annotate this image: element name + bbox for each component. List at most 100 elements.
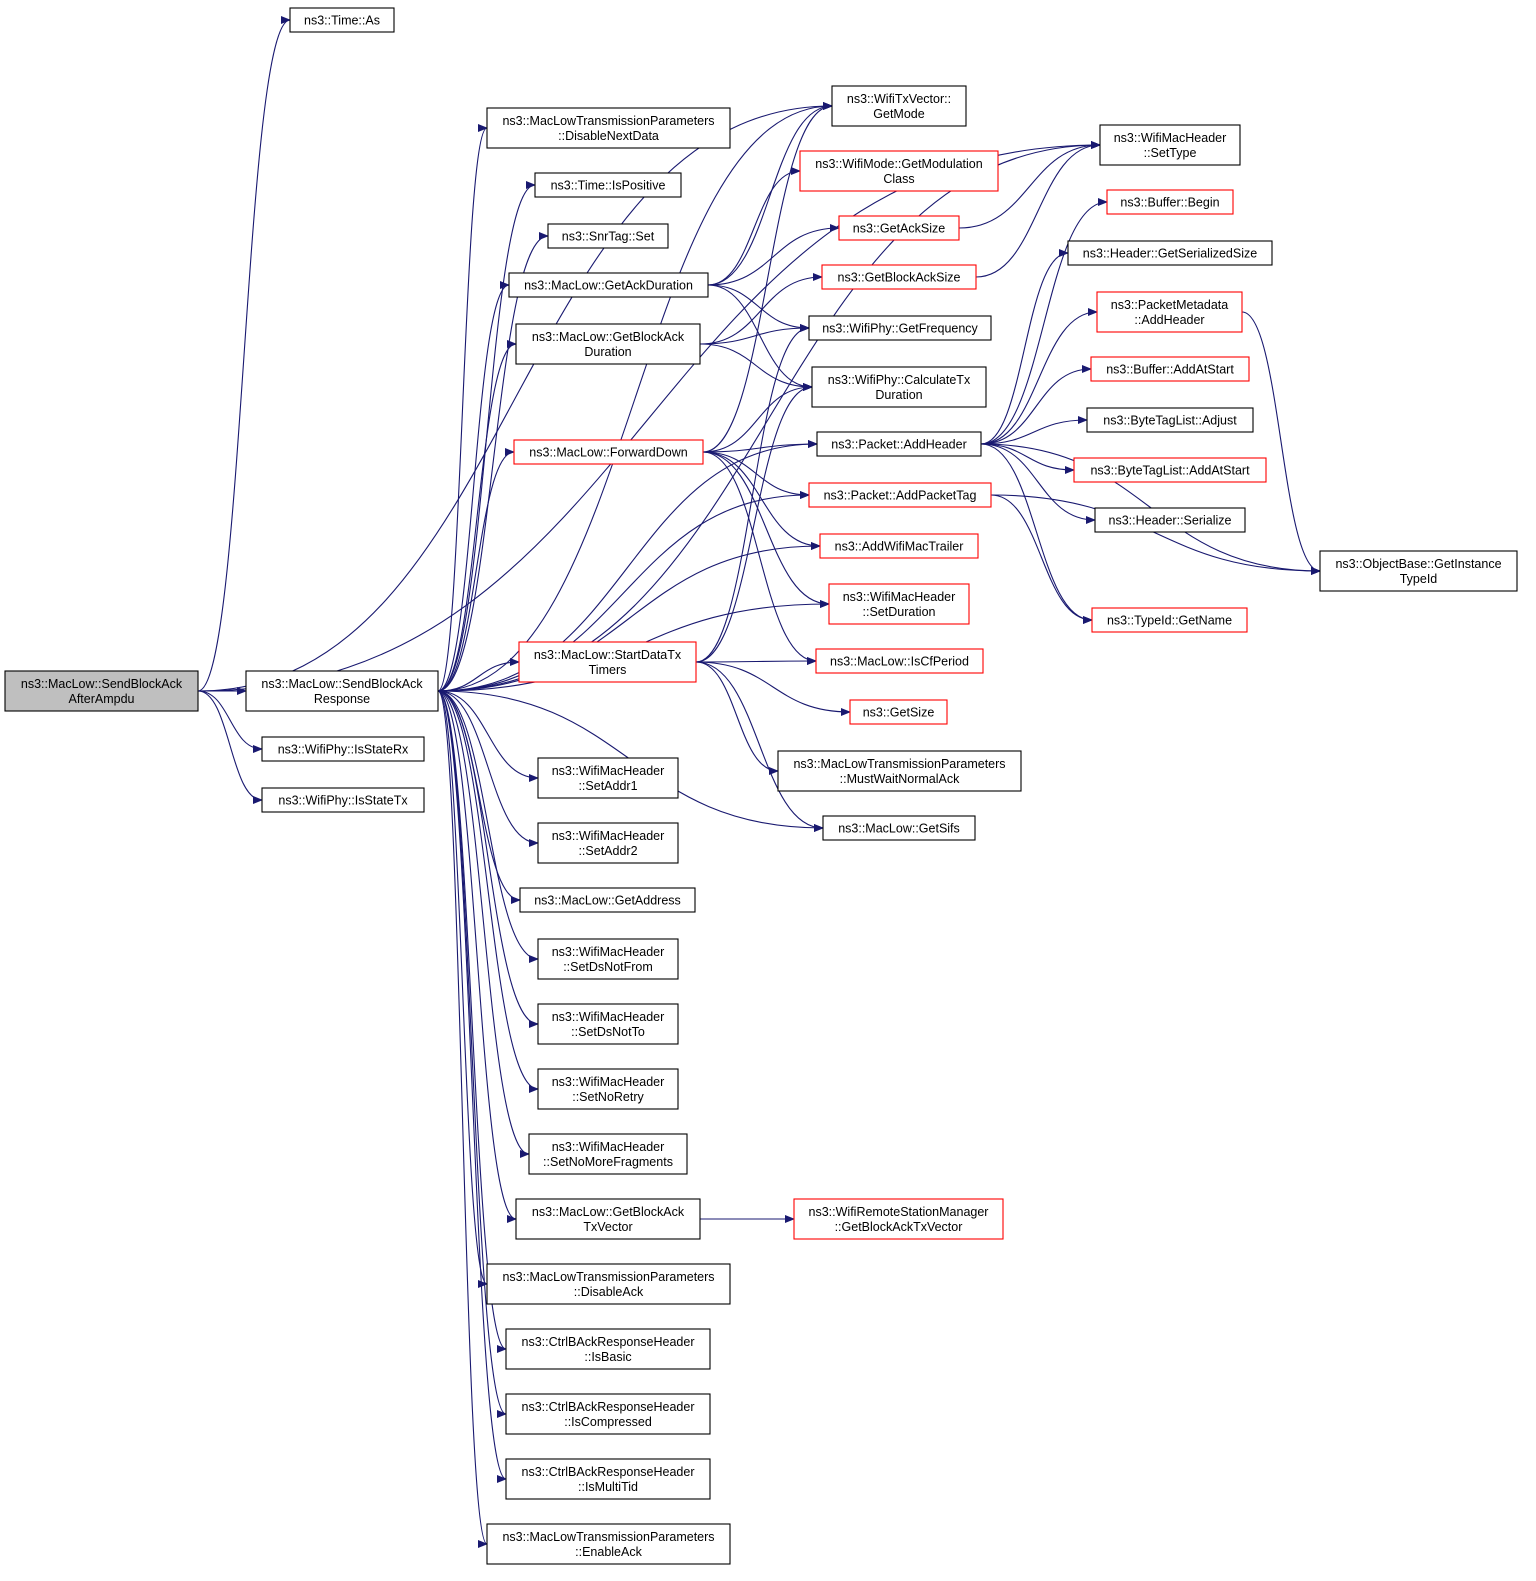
node-bufferBegin[interactable]: ns3::Buffer::Begin [1106, 189, 1234, 215]
node-box[interactable] [537, 1068, 679, 1110]
node-box[interactable] [547, 223, 669, 249]
node-box[interactable] [505, 1393, 711, 1435]
node-setNoMoreFrag[interactable]: ns3::WifiMacHeader::SetNoMoreFragments [528, 1133, 688, 1175]
node-box[interactable] [486, 1263, 731, 1305]
node-box[interactable] [537, 757, 679, 799]
node-box[interactable] [1099, 124, 1241, 166]
node-setDuration[interactable]: ns3::WifiMacHeader::SetDuration [828, 583, 970, 625]
node-timeAs[interactable]: ns3::Time::As [289, 7, 395, 33]
node-box[interactable] [537, 938, 679, 980]
node-box[interactable] [1091, 607, 1248, 633]
node-setDsNotFrom[interactable]: ns3::WifiMacHeader::SetDsNotFrom [537, 938, 679, 980]
node-headerGetSerSize[interactable]: ns3::Header::GetSerializedSize [1067, 240, 1273, 266]
node-addPacketTag[interactable]: ns3::Packet::AddPacketTag [808, 482, 992, 508]
node-box[interactable] [1067, 240, 1273, 266]
node-box[interactable] [811, 366, 987, 408]
node-box[interactable] [1106, 189, 1234, 215]
node-setNoRetry[interactable]: ns3::WifiMacHeader::SetNoRetry [537, 1068, 679, 1110]
node-isStateTx[interactable]: ns3::WifiPhy::IsStateTx [261, 787, 425, 813]
node-box[interactable] [849, 699, 948, 725]
node-box[interactable] [515, 323, 701, 365]
node-box[interactable] [518, 641, 697, 683]
node-box[interactable] [261, 787, 425, 813]
node-setDsNotTo[interactable]: ns3::WifiMacHeader::SetDsNotTo [537, 1003, 679, 1045]
node-box[interactable] [537, 822, 679, 864]
node-btlAdjust[interactable]: ns3::ByteTagList::Adjust [1086, 407, 1254, 433]
node-box[interactable] [822, 815, 976, 841]
node-box[interactable] [534, 172, 682, 198]
node-setAddr2[interactable]: ns3::WifiMacHeader::SetAddr2 [537, 822, 679, 864]
node-box[interactable] [519, 887, 696, 913]
node-pmAddHeader[interactable]: ns3::PacketMetadata::AddHeader [1096, 291, 1243, 333]
node-box[interactable] [799, 150, 999, 192]
node-enableAck[interactable]: ns3::MacLowTransmissionParameters::Enabl… [486, 1523, 731, 1565]
node-box[interactable] [537, 1003, 679, 1045]
node-setType[interactable]: ns3::WifiMacHeader::SetType [1099, 124, 1241, 166]
node-box[interactable] [245, 670, 439, 712]
node-box[interactable] [1086, 407, 1254, 433]
node-box[interactable] [1073, 457, 1267, 483]
node-getMode[interactable]: ns3::WifiTxVector::GetMode [831, 85, 967, 127]
node-getAckSize[interactable]: ns3::GetAckSize [838, 215, 960, 241]
node-bufferAddAtStart[interactable]: ns3::Buffer::AddAtStart [1090, 356, 1250, 382]
node-isMultiTid[interactable]: ns3::CtrlBAckResponseHeader::IsMultiTid [505, 1458, 711, 1500]
node-getBlockAckTxVector[interactable]: ns3::MacLow::GetBlockAckTxVector [515, 1198, 701, 1240]
node-box[interactable] [1094, 507, 1246, 533]
node-box[interactable] [793, 1198, 1004, 1240]
node-isPositive[interactable]: ns3::Time::IsPositive [534, 172, 682, 198]
node-box[interactable] [1096, 291, 1243, 333]
node-getBlockAckSize[interactable]: ns3::GetBlockAckSize [821, 264, 977, 290]
node-box[interactable] [777, 750, 1022, 792]
node-setAddr1[interactable]: ns3::WifiMacHeader::SetAddr1 [537, 757, 679, 799]
node-getAddress[interactable]: ns3::MacLow::GetAddress [519, 887, 696, 913]
node-box[interactable] [1090, 356, 1250, 382]
node-getBlockAckTxVectorMgr[interactable]: ns3::WifiRemoteStationManager::GetBlockA… [793, 1198, 1004, 1240]
node-addWifiMacTrailer[interactable]: ns3::AddWifiMacTrailer [819, 533, 979, 559]
node-box[interactable] [808, 482, 992, 508]
node-box[interactable] [486, 1523, 731, 1565]
node-getSifs[interactable]: ns3::MacLow::GetSifs [822, 815, 976, 841]
node-forwardDown[interactable]: ns3::MacLow::ForwardDown [513, 439, 704, 465]
node-box[interactable] [808, 315, 992, 341]
node-mustWaitNormalAck[interactable]: ns3::MacLowTransmissionParameters::MustW… [777, 750, 1022, 792]
node-box[interactable] [819, 533, 979, 559]
node-getSize[interactable]: ns3::GetSize [849, 699, 948, 725]
node-box[interactable] [821, 264, 977, 290]
node-isCompressed[interactable]: ns3::CtrlBAckResponseHeader::IsCompresse… [505, 1393, 711, 1435]
node-box[interactable] [515, 1198, 701, 1240]
node-typeIdGetName[interactable]: ns3::TypeId::GetName [1091, 607, 1248, 633]
node-getAckDuration[interactable]: ns3::MacLow::GetAckDuration [508, 272, 709, 298]
node-disableNextData[interactable]: ns3::MacLowTransmissionParameters::Disab… [486, 107, 731, 149]
node-box[interactable] [831, 85, 967, 127]
node-box[interactable] [505, 1458, 711, 1500]
node-box[interactable] [816, 431, 982, 457]
node-box[interactable] [1319, 550, 1518, 592]
node-box[interactable] [508, 272, 709, 298]
node-isBasic[interactable]: ns3::CtrlBAckResponseHeader::IsBasic [505, 1328, 711, 1370]
node-box[interactable] [513, 439, 704, 465]
node-box[interactable] [289, 7, 395, 33]
node-box[interactable] [815, 648, 984, 674]
node-btlAddAtStart[interactable]: ns3::ByteTagList::AddAtStart [1073, 457, 1267, 483]
node-snrSet[interactable]: ns3::SnrTag::Set [547, 223, 669, 249]
node-box[interactable] [505, 1328, 711, 1370]
node-isCfPeriod[interactable]: ns3::MacLow::IsCfPeriod [815, 648, 984, 674]
node-box[interactable] [261, 736, 425, 762]
node-disableAck[interactable]: ns3::MacLowTransmissionParameters::Disab… [486, 1263, 731, 1305]
node-box[interactable] [838, 215, 960, 241]
node-headerSerialize[interactable]: ns3::Header::Serialize [1094, 507, 1246, 533]
node-box[interactable] [4, 670, 199, 712]
node-box[interactable] [486, 107, 731, 149]
node-getFrequency[interactable]: ns3::WifiPhy::GetFrequency [808, 315, 992, 341]
node-box[interactable] [828, 583, 970, 625]
node-packetAddHeader[interactable]: ns3::Packet::AddHeader [816, 431, 982, 457]
node-isStateRx[interactable]: ns3::WifiPhy::IsStateRx [261, 736, 425, 762]
node-box[interactable] [528, 1133, 688, 1175]
